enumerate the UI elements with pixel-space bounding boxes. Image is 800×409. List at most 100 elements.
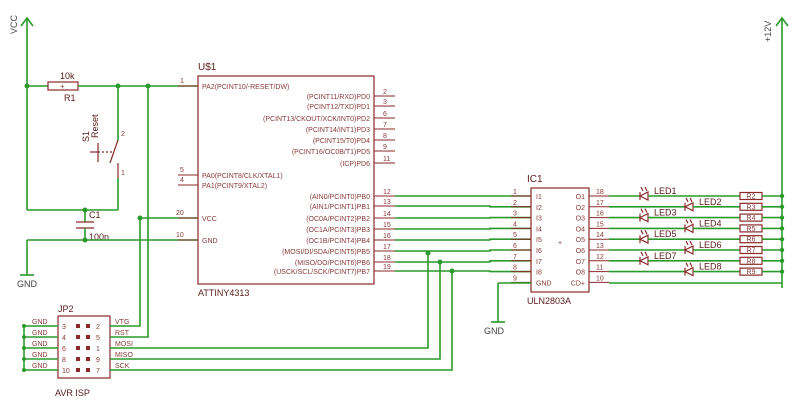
- ic1-out-num: 17: [596, 200, 604, 207]
- led-8: LED8: [683, 262, 722, 277]
- resistor-r6: R6: [739, 235, 763, 244]
- resistor-r9: R9: [739, 267, 763, 276]
- ic1-in-name: I5: [536, 237, 542, 244]
- ic1-out-name: O6: [576, 248, 585, 255]
- resistor-r1: + 10k R1: [47, 71, 79, 103]
- u1-pin-name: (PCINT11/RXD)PD0: [307, 94, 370, 101]
- pb-wire: [395, 270, 531, 273]
- u1-pin-name: (PCINT13/CKOUT/XCK/INT0)PD2: [263, 116, 370, 123]
- led-label: LED5: [654, 229, 677, 239]
- ic1-in-name: I4: [536, 226, 542, 233]
- r1-value: 10k: [60, 71, 75, 81]
- ic1-out-num: 11: [596, 265, 603, 272]
- ic1-out-name: O8: [576, 270, 585, 277]
- jp2-right-label: SCK: [115, 363, 130, 370]
- ic1-part: ULN2803A: [527, 296, 571, 306]
- led-label: LED3: [654, 208, 677, 218]
- u1-pin-num: 14: [383, 211, 391, 218]
- led-7: LED7: [638, 251, 677, 266]
- s1-label: Reset: [90, 114, 100, 138]
- u1-pin-name: (OC0A/PCINT2)PB2: [306, 216, 370, 223]
- led-label: LED4: [699, 218, 722, 228]
- vcc-label: VCC: [9, 14, 19, 34]
- ic1-out-num: 14: [596, 232, 604, 239]
- ic1-out-num: 16: [596, 211, 604, 218]
- pb-wire: [395, 259, 531, 263]
- ic1-in-name: I2: [536, 205, 542, 212]
- u1-pin-num: 8: [383, 133, 387, 140]
- jp2-left-num: 4: [62, 335, 66, 342]
- svg-text:10: 10: [176, 232, 184, 239]
- s1-pin1: 1: [121, 170, 125, 177]
- ic1-in-num: 5: [513, 232, 517, 239]
- ic1-out-name: O4: [576, 226, 585, 233]
- gnd-symbol-left: GND: [17, 274, 38, 289]
- u1-pin-num: 18: [383, 255, 391, 262]
- jp2-left-label: GND: [32, 341, 48, 348]
- gnd-label-left: GND: [17, 279, 38, 289]
- led-1: LED1: [638, 186, 677, 201]
- u1-pin-name: (PCINT12/TXD)PD1: [307, 104, 370, 111]
- u1-pin-num: 2: [383, 89, 387, 96]
- led-2: LED2: [683, 197, 722, 212]
- u1-pin-num: 3: [383, 99, 387, 106]
- u1-ref: U$1: [198, 62, 217, 73]
- led-label: LED6: [699, 240, 722, 250]
- jp2-right-num: 7: [96, 368, 100, 375]
- led-label: LED8: [699, 262, 722, 272]
- ic1-in-num: 3: [513, 211, 517, 218]
- svg-text:1: 1: [180, 78, 184, 85]
- jp2-left-label: GND: [32, 330, 48, 337]
- jp2-right-label: MISO: [115, 352, 133, 359]
- svg-text:VCC: VCC: [202, 216, 217, 223]
- ic1-in-name: I6: [536, 248, 542, 255]
- ic1-in-name: I8: [536, 270, 542, 277]
- ic1-in-name: GND: [536, 280, 552, 287]
- resistor-r7: R7: [739, 245, 763, 255]
- u1-pin-num: 13: [383, 199, 391, 206]
- led-5: LED5: [638, 229, 677, 245]
- r1-ref: R1: [64, 93, 76, 103]
- jp2-left-num: 6: [62, 346, 66, 353]
- u1-pin-name: (MOSI/DI/SDA/PCINT5)PB5: [282, 249, 370, 256]
- u1-pin-name: (PCINT15/T0)PD4: [313, 138, 370, 145]
- ic1-out-name: CD+: [571, 280, 585, 287]
- led-4: LED4: [683, 218, 722, 234]
- pb-wire: [395, 249, 531, 252]
- jp2-left-num: 10: [62, 368, 70, 375]
- ic1-out-name: O1: [576, 194, 585, 201]
- u1-pin-name: (AIN1/PCINT1)PB1: [310, 204, 370, 211]
- led-array: LED1R2LED2R3LED3R4LED4R5LED5R6LED6R7LED7…: [609, 186, 785, 277]
- svg-text:R4: R4: [747, 215, 756, 222]
- jp2-left-num: 3: [62, 324, 66, 331]
- ic1-out-name: O3: [576, 216, 585, 223]
- switch-s1: 2 1 S1 Reset: [81, 86, 125, 178]
- ic1-out-num: 10: [596, 275, 604, 282]
- svg-text:PA2(PCINT10/-RESET/DW): PA2(PCINT10/-RESET/DW): [202, 84, 289, 91]
- jp2-right-num: 1: [96, 346, 100, 353]
- jp2-right-num: 5: [96, 335, 100, 342]
- resistor-r2: R2: [739, 191, 763, 201]
- led-3: LED3: [638, 208, 677, 223]
- ic1-in-num: 1: [513, 189, 517, 196]
- u1-pin-name: (MISO/DO/PCINT6)PB6: [295, 260, 370, 267]
- u1-pin-num: 16: [383, 233, 391, 240]
- u1-pin-num: 17: [383, 244, 391, 251]
- u1-pin-num: 19: [383, 264, 391, 271]
- svg-text:R5: R5: [747, 226, 756, 233]
- svg-text:PA0(PCINT8/CLK/XTAL1): PA0(PCINT8/CLK/XTAL1): [202, 173, 283, 180]
- jp2-left-label: GND: [32, 352, 48, 359]
- u1-pin-num: 15: [383, 222, 391, 229]
- pb-wire: [395, 205, 531, 208]
- ic1-in-name: I3: [536, 216, 542, 223]
- led-label: LED2: [699, 197, 722, 207]
- u1-pin-name: (AIN0/PCINT0)PB0: [310, 194, 370, 201]
- jp2-right-num: 9: [96, 357, 100, 364]
- svg-text:5: 5: [180, 167, 184, 174]
- gnd-label-ic1: GND: [484, 326, 505, 336]
- u1-pin-name: (PCINT16/OC0B/T1)PD5: [292, 149, 370, 156]
- u1-pin-name: (USCK/SCL/SCK/PCINT7)PB7: [274, 269, 370, 276]
- ic1-in-name: I1: [536, 194, 542, 201]
- svg-text:R9: R9: [747, 269, 756, 276]
- jp2-left-num: 8: [62, 357, 66, 364]
